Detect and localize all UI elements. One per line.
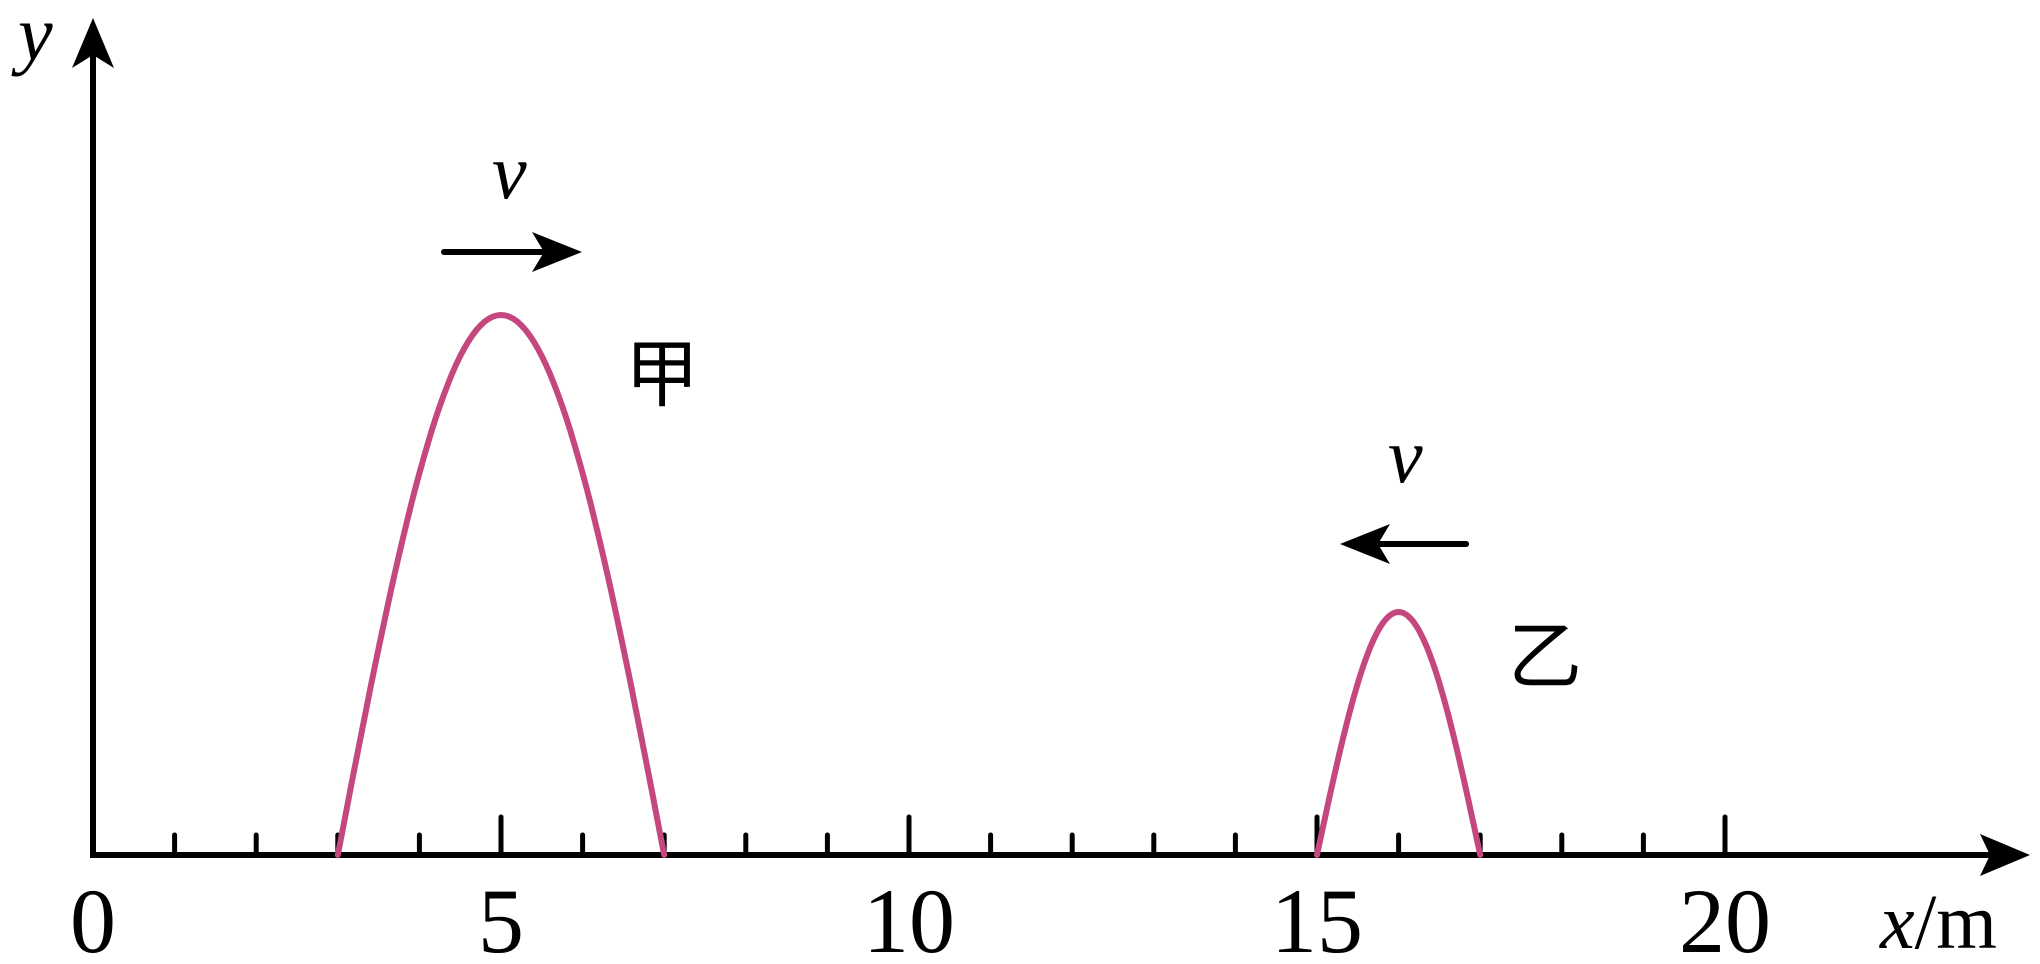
wave-jia: v 甲 bbox=[334, 128, 699, 858]
wave-yi-name: 乙 bbox=[1508, 617, 1582, 699]
x-axis-unit: m bbox=[1936, 878, 1997, 964]
tick-label-10: 10 bbox=[863, 870, 955, 964]
x-axis-tick-labels: 0 5 10 15 20 bbox=[70, 870, 1771, 964]
x-axis-arrowhead bbox=[1980, 834, 2030, 876]
y-axis-arrowhead bbox=[72, 18, 114, 68]
x-axis-var: x bbox=[1879, 878, 1915, 964]
wave-yi-velocity-arrowhead bbox=[1340, 524, 1390, 564]
tick-label-5: 5 bbox=[478, 870, 524, 964]
x-axis-label: x/m bbox=[1879, 878, 1997, 964]
wave-jia-velocity-label: v bbox=[492, 128, 527, 215]
wave-jia-pulse bbox=[334, 311, 668, 858]
tick-label-0: 0 bbox=[70, 870, 116, 964]
tick-label-20: 20 bbox=[1679, 870, 1771, 964]
x-axis-ticks bbox=[172, 814, 1728, 858]
tick-label-15: 15 bbox=[1271, 870, 1363, 964]
wave-yi: v 乙 bbox=[1314, 412, 1582, 858]
wave-jia-name: 甲 bbox=[625, 335, 699, 417]
wave-yi-velocity-label: v bbox=[1388, 412, 1423, 499]
wave-yi-pulse bbox=[1314, 608, 1484, 858]
wave-jia-velocity-arrowhead bbox=[532, 232, 582, 272]
x-axis-sep: / bbox=[1915, 878, 1937, 964]
y-axis-label: y bbox=[11, 0, 53, 77]
